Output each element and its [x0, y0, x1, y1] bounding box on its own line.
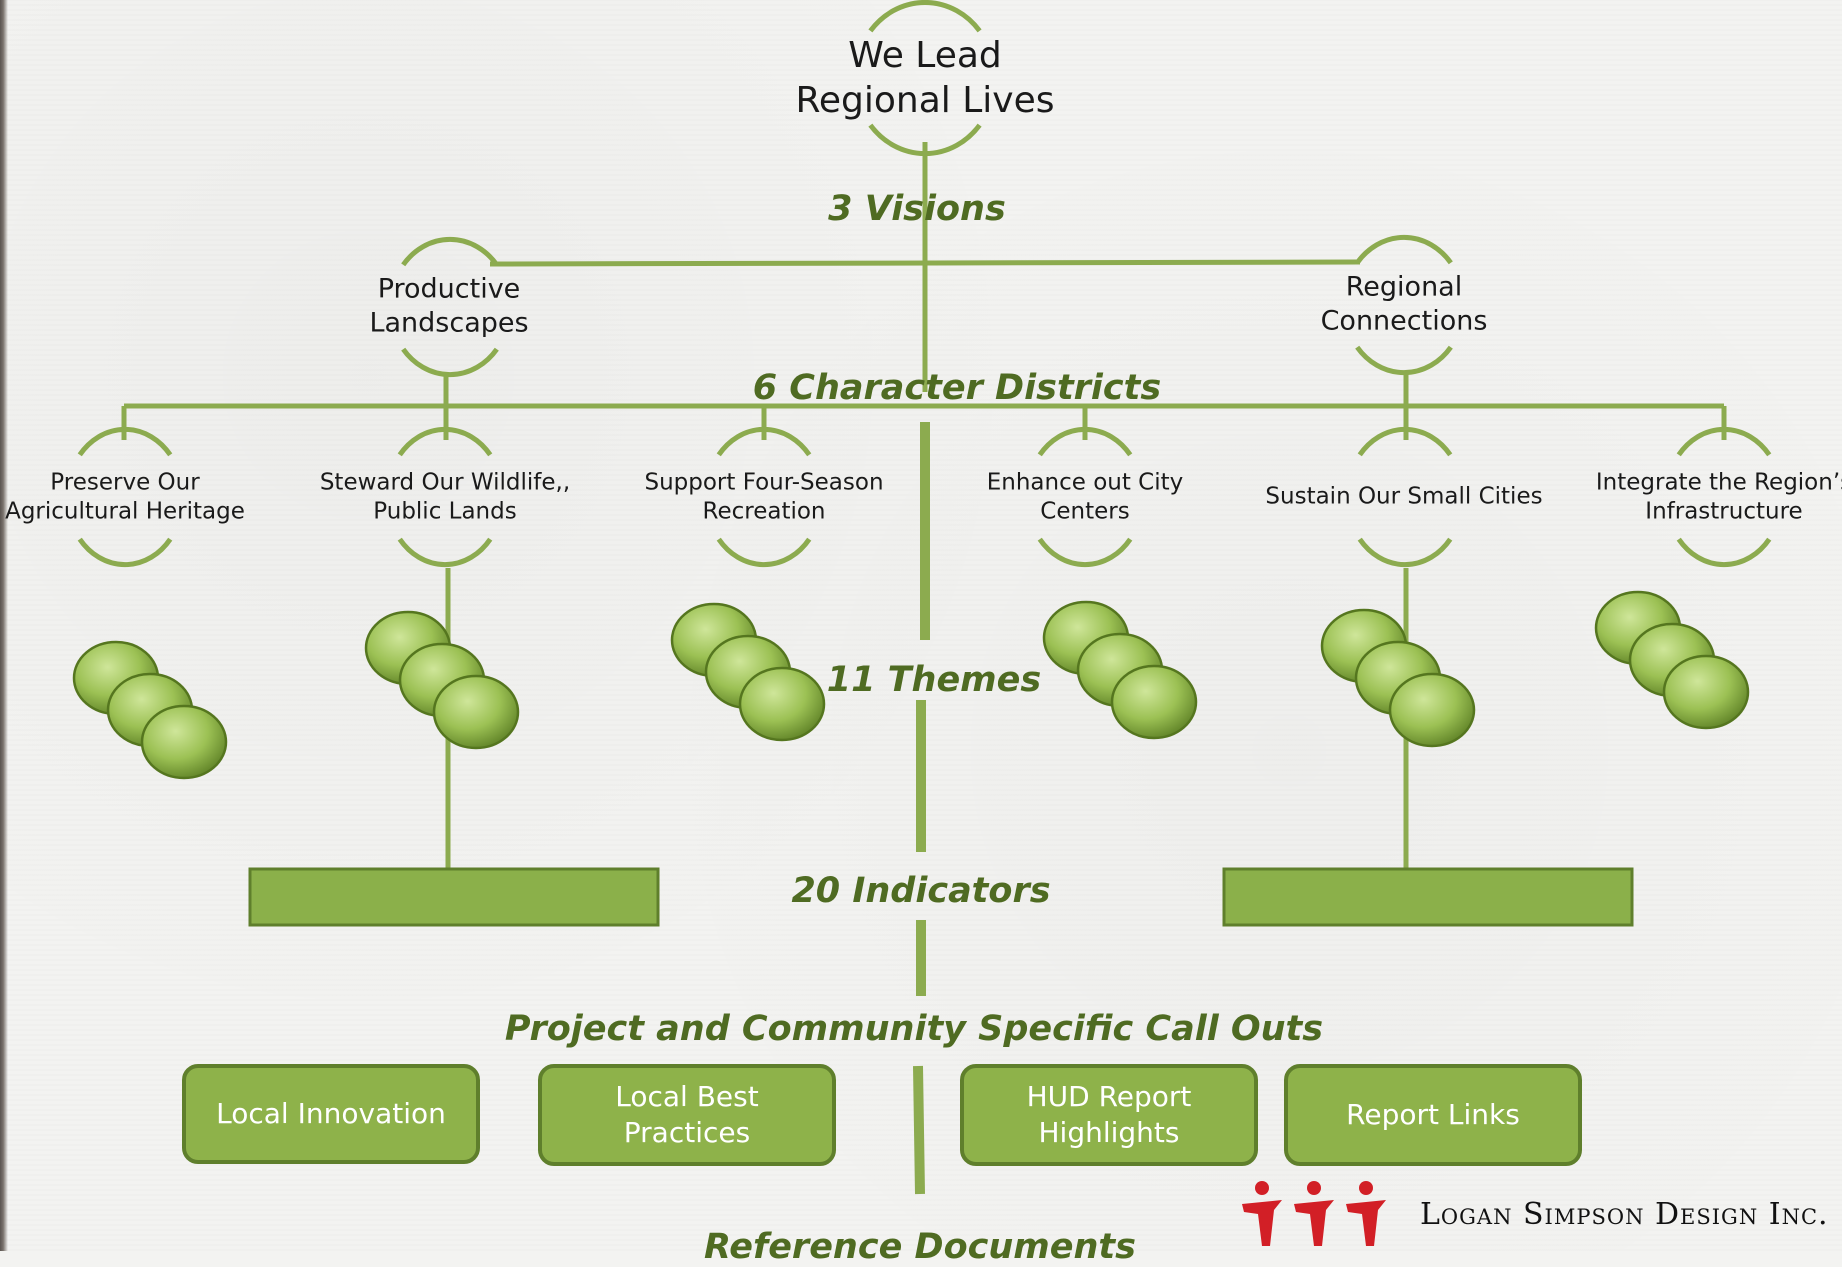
vision-line: Connections [1320, 305, 1488, 336]
local-best-practices-button[interactable]: Local Best Practices [538, 1064, 836, 1166]
visions-branch-connector [489, 259, 1361, 267]
district-node-arc-top [716, 426, 812, 457]
button-label: HUD Report [1026, 1079, 1192, 1113]
level-label-indicators: 20 Indicators [791, 871, 1051, 911]
district-line: Public Lands [373, 498, 517, 524]
theme-ellipse [432, 674, 520, 750]
vision-node-arc-top [1355, 234, 1453, 265]
top-node-arc-bottom [868, 123, 982, 156]
top-node-label: We Lead Regional Lives [795, 33, 1054, 123]
district-line: Centers [1040, 498, 1130, 524]
district-node-arc-bottom [1676, 537, 1772, 568]
button-label: Local Best [615, 1079, 759, 1113]
torn-paper-edge [0, 0, 8, 1251]
vision-node-arc-bottom [401, 347, 499, 378]
vision-node-arc-bottom [1355, 345, 1453, 376]
top-node-arc-top [868, 0, 982, 33]
report-links-button[interactable]: Report Links [1284, 1064, 1582, 1166]
district-line: Steward Our Wildlife,, [319, 469, 571, 496]
theme-ellipse [140, 704, 228, 780]
district-region-infrastructure-label: Integrate the Region’s Infrastructure [1596, 468, 1842, 526]
button-label: Report Links [1346, 1097, 1520, 1131]
district-node-arc-top [77, 426, 173, 457]
local-innovation-button[interactable]: Local Innovation [182, 1064, 480, 1164]
top-node-line-2: Regional Lives [795, 80, 1055, 121]
logo-text: Logan Simpson Design Inc. [1420, 1196, 1829, 1232]
district-node-arc-bottom [716, 537, 812, 568]
district-four-season-recreation-label: Support Four-Season Recreation [644, 468, 883, 526]
indicator-bar [1222, 867, 1634, 927]
district-node-arc-top [1357, 426, 1453, 457]
button-label: Highlights [1038, 1116, 1180, 1149]
district-node-arc-top [1037, 426, 1133, 457]
hud-report-highlights-button[interactable]: HUD Report Highlights [960, 1064, 1258, 1166]
level-label-districts: 6 Character Districts [752, 368, 1162, 408]
vision-regional-connections-label: Regional Connections [1321, 270, 1488, 338]
district-line: Preserve Our [50, 469, 200, 496]
theme-ellipse [1110, 664, 1198, 740]
district-line: Integrate the Region’s [1595, 469, 1842, 496]
district-city-centers-label: Enhance out City Centers [987, 468, 1184, 526]
district-node-arc-bottom [77, 537, 173, 568]
trunk-segment [913, 1065, 925, 1195]
district-line: Infrastructure [1645, 498, 1803, 524]
vision-line: Productive [377, 273, 521, 305]
district-line: Support Four-Season [644, 469, 884, 496]
indicator-bar [248, 867, 660, 927]
district-node-arc-top [397, 426, 493, 457]
district-node-arc-bottom [1357, 537, 1453, 568]
level-label-references: Reference Documents [704, 1227, 1136, 1267]
top-node-line-1: We Lead [848, 35, 1002, 76]
district-wildlife-public-lands-label: Steward Our Wildlife,, Public Lands [320, 468, 570, 526]
district-small-cities-label: Sustain Our Small Cities [1265, 483, 1542, 512]
button-label: Local Innovation [216, 1096, 446, 1130]
district-line: Recreation [702, 498, 826, 524]
district-line: Sustain Our Small Cities [1265, 483, 1543, 510]
district-node-arc-bottom [1037, 537, 1133, 568]
logan-simpson-logo: Logan Simpson Design Inc. [1240, 1180, 1840, 1248]
vision-line: Regional [1345, 271, 1463, 303]
vision-productive-landscapes-label: Productive Landscapes [369, 272, 528, 340]
district-line: Enhance out City [986, 469, 1184, 496]
level-label-themes: 11 Themes [826, 660, 1042, 700]
level-label-visions: 3 Visions [828, 189, 1006, 229]
button-label: Practices [623, 1116, 751, 1149]
theme-ellipse [1662, 654, 1750, 730]
theme-ellipse [1388, 672, 1476, 748]
theme-ellipse [738, 666, 826, 742]
three-figures-logo-icon [1242, 1181, 1386, 1246]
district-line: Agricultural Heritage [5, 498, 245, 524]
level-label-callouts: Project and Community Specific Call Outs [504, 1009, 1324, 1049]
district-agricultural-heritage-label: Preserve Our Agricultural Heritage [5, 468, 245, 526]
district-node-arc-top [1676, 426, 1772, 457]
vision-line: Landscapes [369, 307, 529, 338]
vision-node-arc-top [401, 236, 499, 267]
district-node-arc-bottom [397, 537, 493, 568]
